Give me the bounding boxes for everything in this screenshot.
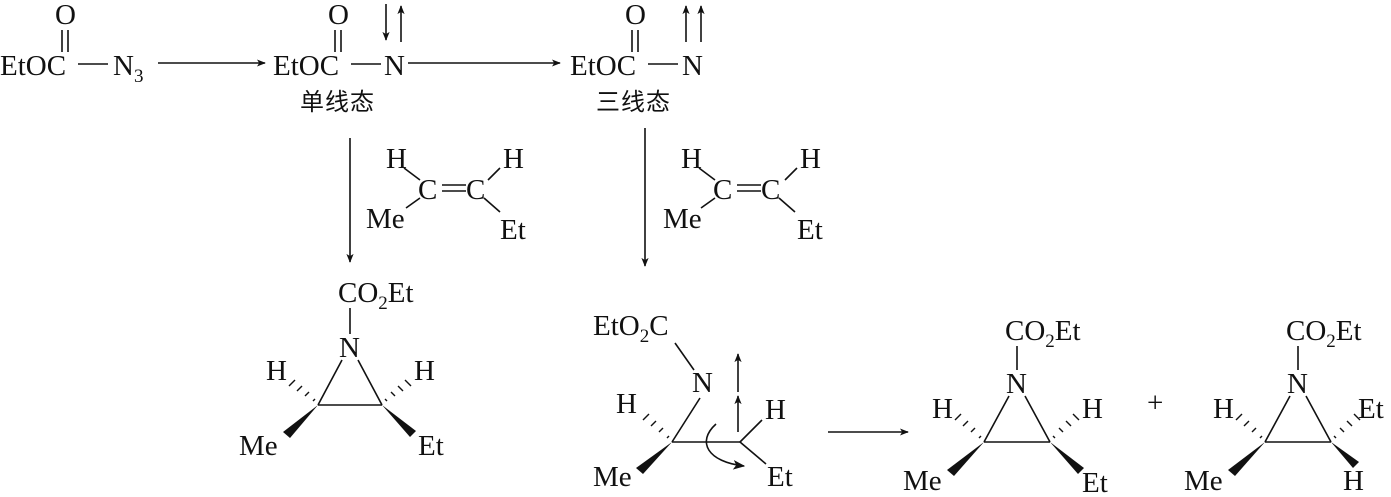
hashed-bond xyxy=(1052,413,1080,439)
label-co2et: CO2Et xyxy=(1286,315,1362,352)
bond xyxy=(671,397,701,443)
atom-me: Me xyxy=(1184,465,1223,497)
wedge-bond xyxy=(1331,442,1359,468)
atom-h: H xyxy=(800,143,821,175)
alkene-reagent: H H C C Me Et xyxy=(663,143,823,246)
bond xyxy=(483,197,501,213)
subscript-3: 3 xyxy=(134,66,144,87)
triplet-nitrene: O EtOC N 三线态 xyxy=(570,0,705,116)
atom-me: Me xyxy=(663,203,702,235)
wedge-bond xyxy=(1050,442,1084,474)
atom-h: H xyxy=(1343,465,1364,497)
label-etoc: EtOC xyxy=(0,50,66,82)
atom-et: Et xyxy=(500,214,526,246)
label-co2et: CO2Et xyxy=(1005,315,1081,352)
atom-o: O xyxy=(328,0,349,31)
atom-n: N xyxy=(682,50,703,82)
bond xyxy=(739,419,763,443)
label-eto2c: EtO2C xyxy=(593,310,669,347)
hashed-bond xyxy=(954,413,982,439)
bond xyxy=(739,441,767,465)
plus-sign: + xyxy=(1147,387,1163,419)
bond xyxy=(487,167,501,181)
diradical-intermediate: EtO2C N H Me H Et xyxy=(593,310,793,493)
atom-et: Et xyxy=(797,214,823,246)
ring-bond xyxy=(1264,395,1291,443)
atom-h: H xyxy=(681,143,702,175)
ring-bond xyxy=(983,395,1010,443)
wedge-bond xyxy=(382,405,416,437)
atom-c: C xyxy=(466,174,485,206)
bond xyxy=(784,167,798,181)
bond xyxy=(674,342,695,371)
atom-et: Et xyxy=(767,461,793,493)
ring-bond xyxy=(1024,395,1051,443)
aziridine-cis-singlet: CO2Et N H H Me Et xyxy=(239,277,444,462)
atom-n: N xyxy=(1006,368,1027,400)
atom-h: H xyxy=(266,355,287,387)
label-etoc: EtOC xyxy=(273,50,339,82)
atom-h: H xyxy=(932,393,953,425)
bond xyxy=(700,197,716,209)
ring-bond xyxy=(357,359,383,406)
atom-h: H xyxy=(386,143,407,175)
atom-h: H xyxy=(1213,393,1234,425)
atom-et: Et xyxy=(1082,467,1108,497)
wedge-bond xyxy=(1228,442,1265,476)
wedge-bond xyxy=(283,405,318,438)
atom-n: N xyxy=(1287,368,1308,400)
atom-n: N xyxy=(384,50,405,82)
hashed-bond xyxy=(384,379,412,402)
atom-me: Me xyxy=(593,461,632,493)
atom-h: H xyxy=(503,143,524,175)
ring-bond xyxy=(317,359,343,406)
atom-et: Et xyxy=(1358,393,1384,425)
atom-n: N xyxy=(113,50,134,82)
atom-n: N xyxy=(692,367,713,399)
atom-me: Me xyxy=(239,430,278,462)
bond xyxy=(698,167,716,181)
singlet-nitrene: O EtOC N 单线态 xyxy=(273,0,405,116)
atom-o: O xyxy=(625,0,646,31)
hashed-bond xyxy=(1235,413,1263,439)
atom-o: O xyxy=(55,0,76,31)
singlet-label: 单线态 xyxy=(300,88,375,116)
ring-bond xyxy=(1305,395,1332,443)
aziridine-cis-triplet: CO2Et N H H Me Et xyxy=(903,315,1108,497)
bond xyxy=(778,197,796,213)
aziridine-trans-triplet: CO2Et N H Et Me H xyxy=(1184,315,1384,497)
atom-n: N xyxy=(339,332,360,364)
atom-h: H xyxy=(414,355,435,387)
atom-h: H xyxy=(765,394,786,426)
atom-me: Me xyxy=(366,203,405,235)
label-etoc: EtOC xyxy=(570,50,636,82)
wedge-bond xyxy=(947,442,984,476)
atom-c: C xyxy=(761,174,780,206)
bond xyxy=(405,197,421,209)
wedge-bond xyxy=(636,442,672,474)
atom-c: C xyxy=(418,174,437,206)
hashed-bond xyxy=(642,413,670,439)
atom-h: H xyxy=(1082,393,1103,425)
rotation-arrow xyxy=(705,423,746,470)
label-co2et: CO2Et xyxy=(338,277,414,314)
bond xyxy=(403,167,421,181)
atom-et: Et xyxy=(418,430,444,462)
atom-me: Me xyxy=(903,465,942,497)
atom-h: H xyxy=(616,388,637,420)
atom-c: C xyxy=(713,174,732,206)
alkene-reagent: H H C C Me Et xyxy=(366,143,526,246)
hashed-bond xyxy=(1333,413,1361,439)
hashed-bond xyxy=(288,379,316,402)
ethyl-azidoformate: O EtOC N 3 xyxy=(0,0,144,87)
triplet-label: 三线态 xyxy=(596,88,671,116)
